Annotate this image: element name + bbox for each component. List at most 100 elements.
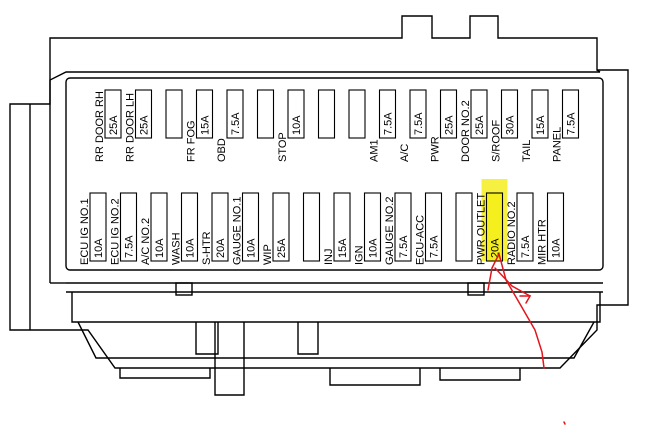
fuse-body (378, 89, 397, 139)
fuse-rating: 20A (490, 238, 502, 258)
fuse-label: FR FOG (186, 120, 198, 162)
fuse-rating: 15A (200, 115, 212, 135)
fuse-label: S-HTR (201, 231, 213, 265)
red-arrow-annotation (487, 251, 566, 425)
fuse-body (455, 192, 473, 262)
fuse-rating: 10A (93, 238, 105, 258)
fuse-label: A/C NO.2 (140, 218, 152, 265)
fuse-body (485, 192, 504, 262)
fuse-slot-empty (455, 192, 473, 262)
fuse-rating: 15A (535, 115, 547, 135)
fuse-label: ECU-ACC (415, 215, 427, 265)
fuse-label: PANEL (552, 127, 564, 162)
fuse-label: RR DOOR LH (125, 93, 137, 162)
fuse-rating: 10A (291, 115, 303, 135)
fuse-body (546, 192, 565, 262)
fuse-label: AM1 (369, 139, 381, 162)
fuse-body (424, 192, 443, 262)
fuse-label: S/ROOF (491, 120, 503, 162)
fuse-body (180, 192, 199, 262)
fuse-label: DOOR NO.2 (460, 100, 472, 162)
fuse-label: ECU IG NO.2 (110, 198, 122, 265)
fuse-slot-empty (348, 89, 366, 139)
fuse-body (394, 192, 412, 262)
fuse-rating: 10A (246, 238, 258, 258)
fuse-body (256, 89, 275, 139)
fuse-body (561, 89, 580, 139)
fuse-rating: 7.5A (383, 112, 395, 135)
fuse-label: PWR (430, 136, 442, 162)
fuse-body (119, 192, 138, 262)
fuse-rating: 15A (337, 238, 349, 258)
fuse-rating: 30A (505, 115, 517, 135)
fuse-rating: 25A (474, 115, 486, 135)
fuse-slot-empty (317, 89, 336, 139)
fuse-rating: 25A (276, 238, 288, 258)
fuse-label: IGN (354, 245, 366, 265)
fuse-rating: 7.5A (124, 235, 136, 258)
fuse-body (317, 89, 336, 139)
fuse-label: RADIO NO.2 (506, 201, 518, 265)
fuse-body (287, 89, 305, 139)
fuse-label: WASH (171, 232, 183, 265)
fuse-rating: 7.5A (520, 235, 532, 258)
fuse-rating: 10A (551, 238, 563, 258)
fuse-body (226, 89, 244, 139)
fuse-rating: 10A (154, 238, 166, 258)
fuse-slot-empty (302, 192, 321, 262)
fuse-body (150, 192, 168, 262)
fuse-label: PWR OUTLET (476, 193, 488, 265)
fuse-body (470, 89, 488, 139)
fuse-rating: 7.5A (230, 112, 242, 135)
fuse-body (302, 192, 321, 262)
fuse-body (348, 89, 366, 139)
fuse-label: INJ (323, 249, 335, 266)
fuse-a-c: 7.5AA/C (399, 89, 427, 162)
fuse-rating: 20A (215, 238, 227, 258)
fuse-body (531, 89, 549, 139)
fuse-label: ECU IG NO.1 (79, 198, 91, 265)
fuse-rating: 25A (108, 115, 120, 135)
fuse-label: WIP (262, 244, 274, 265)
fuse-body (272, 192, 290, 262)
fuse-body (241, 192, 260, 262)
fuse-label: GAUGE NO.1 (232, 197, 244, 265)
fuse-label: TAIL (521, 140, 533, 162)
fuse-body (516, 192, 534, 262)
fuse-rating: 10A (185, 238, 197, 258)
fuse-body (211, 192, 229, 262)
fuse-rating: 10A (368, 238, 380, 258)
fuse-rating: 7.5A (429, 235, 441, 258)
fuse-rating: 25A (139, 115, 151, 135)
fuse-rating: 7.5A (398, 235, 410, 258)
fuse-body (363, 192, 382, 262)
fuse-label: RR DOOR RH (94, 91, 106, 162)
fuse-rating: 7.5A (566, 112, 578, 135)
fuse-label: OBD (216, 138, 228, 162)
fuse-slot-empty (165, 89, 183, 139)
fuse-label: MIR HTR (537, 219, 549, 265)
